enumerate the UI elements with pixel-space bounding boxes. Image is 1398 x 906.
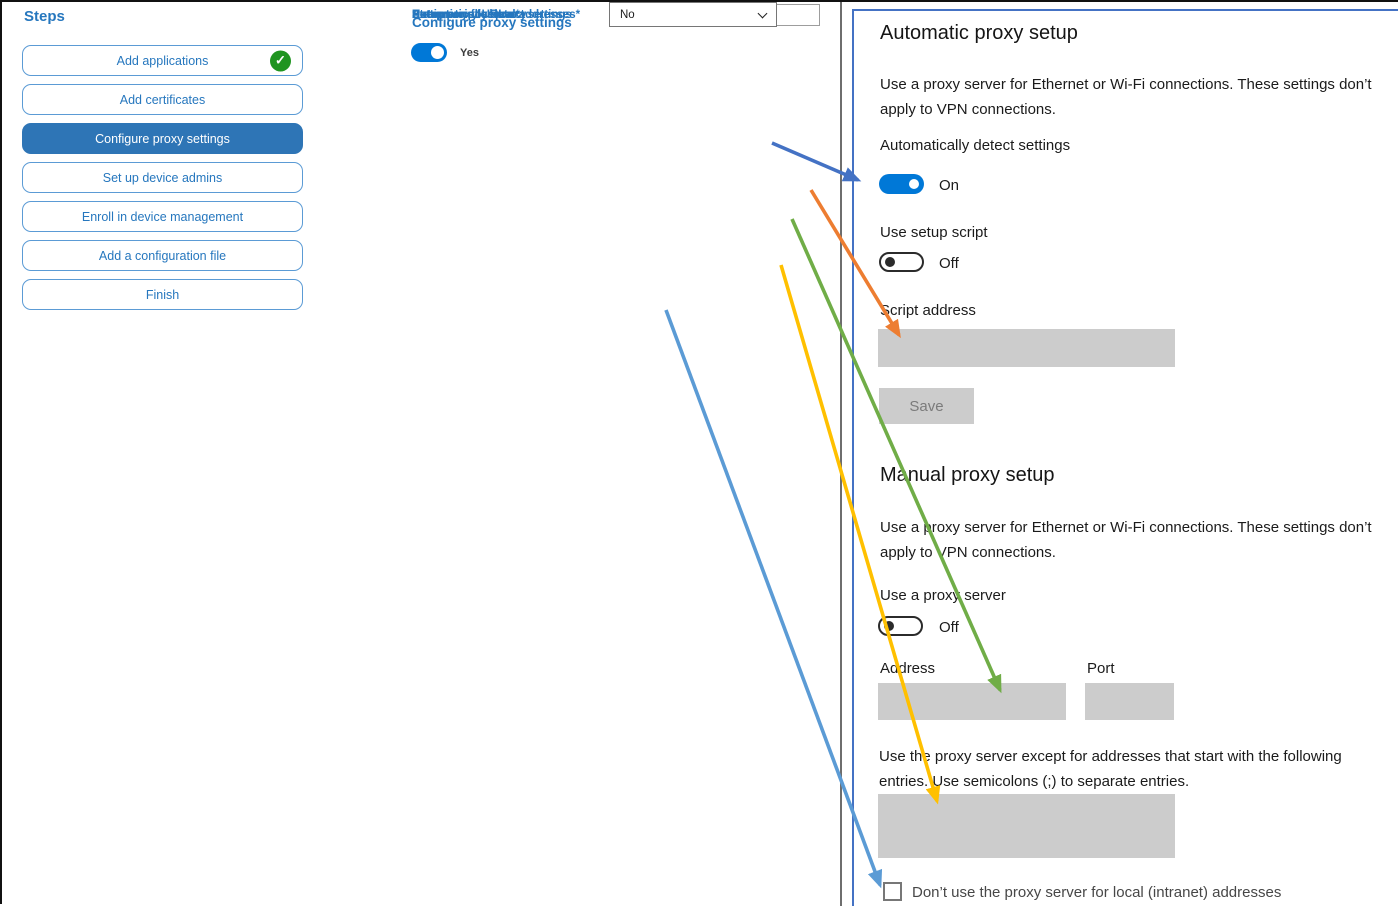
use-proxy-server-toggle[interactable]: [878, 616, 923, 636]
configure-proxy-toggle[interactable]: [411, 43, 447, 62]
manual-proxy-description: Use a proxy server for Ethernet or Wi-Fi…: [880, 519, 1372, 561]
field-label: Use proxy for local addresses*: [412, 8, 581, 21]
local-addresses-checkbox-label: Don’t use the proxy server for local (in…: [912, 884, 1282, 901]
field-label: Setup script URL: [412, 8, 506, 21]
use-proxy-server-state: Off: [939, 619, 959, 636]
automatic-proxy-setup-heading: Automatic proxy setup: [880, 22, 1078, 44]
step-label: Finish: [145, 287, 180, 302]
use-setup-script-label: Use setup script: [880, 224, 988, 241]
arrow-detect-settings: [771, 141, 862, 182]
toggle-knob: [885, 257, 895, 267]
field-label: Automatically detect settings: [412, 8, 572, 21]
chevron-down-icon: [757, 8, 768, 18]
script-address-input[interactable]: [878, 329, 1175, 367]
field-label: Exceptions for proxy: [412, 8, 527, 21]
toggle-knob: [909, 179, 919, 189]
use-setup-script-state: Off: [939, 255, 959, 272]
use-proxy-server-label: Use a proxy server: [880, 587, 1006, 604]
completed-check-icon: ✓: [270, 50, 291, 71]
step-label: Configure proxy settings: [95, 131, 230, 146]
step-label: Set up device admins: [102, 170, 223, 185]
step-add-configuration-file[interactable]: Add a configuration file: [22, 240, 303, 271]
configure-proxy-toggle-state: Yes: [460, 47, 479, 59]
step-label: Add certificates: [119, 92, 206, 107]
steps-list: Add applications ✓ Add certificates Conf…: [22, 45, 303, 310]
detect-settings-toggle[interactable]: [879, 174, 924, 194]
automatic-proxy-description: Use a proxy server for Ethernet or Wi-Fi…: [880, 76, 1372, 118]
field-label: Static proxy server*: [412, 8, 521, 21]
detect-settings-label: Automatically detect settings: [880, 137, 1071, 154]
step-add-applications[interactable]: Add applications ✓: [22, 45, 303, 76]
arrow-use-proxy-local: [664, 309, 883, 889]
step-label: Enroll in device management: [81, 209, 244, 224]
toggle-knob: [431, 46, 444, 59]
use-proxy-local-addresses-select[interactable]: No: [609, 2, 777, 27]
address-label: Address: [880, 660, 936, 677]
step-enroll-device-management[interactable]: Enroll in device management: [22, 201, 303, 232]
step-finish[interactable]: Finish: [22, 279, 303, 310]
script-address-label: Script address: [880, 302, 976, 319]
step-label: Add applications: [116, 53, 209, 68]
step-configure-proxy-settings[interactable]: Configure proxy settings: [22, 123, 303, 154]
page-title: Configure proxy settings: [412, 15, 572, 30]
proxy-exceptions-textarea[interactable]: [878, 794, 1175, 858]
manual-proxy-setup-heading: Manual proxy setup: [880, 464, 1055, 486]
form-row-use-proxy-local: Use proxy for local addresses* No: [412, 2, 777, 27]
steps-panel-title: Steps: [24, 8, 65, 25]
step-set-up-device-admins[interactable]: Set up device admins: [22, 162, 303, 193]
step-add-certificates[interactable]: Add certificates: [22, 84, 303, 115]
port-label: Port: [1087, 660, 1115, 677]
save-button[interactable]: Save: [879, 388, 974, 424]
toggle-knob: [884, 621, 894, 631]
step-label: Add a configuration file: [98, 248, 227, 263]
detect-settings-state: On: [939, 177, 960, 194]
port-input[interactable]: [1085, 683, 1174, 720]
local-addresses-checkbox[interactable]: [883, 882, 902, 901]
address-input[interactable]: [878, 683, 1066, 720]
proxy-exceptions-description: Use the proxy server except for addresse…: [879, 748, 1342, 790]
use-setup-script-toggle[interactable]: [879, 252, 924, 272]
select-value: No: [620, 8, 635, 21]
vertical-divider: [840, 2, 842, 906]
